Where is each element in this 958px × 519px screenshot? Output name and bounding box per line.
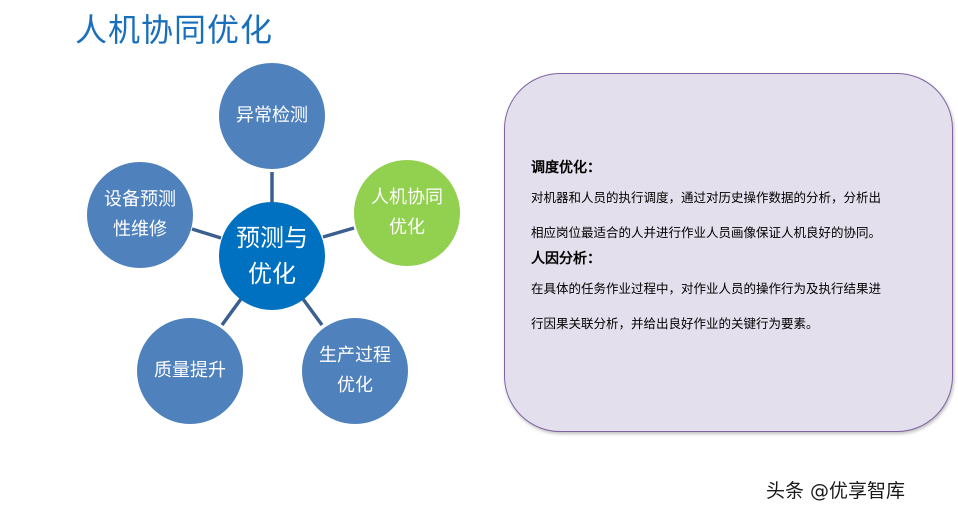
node-quality-improvement: 质量提升 [137,318,243,424]
connector-bottom-left [220,297,243,327]
section-text-line: 在具体的任务作业过程中，对作业人员的操作行为及执行结果进 [531,281,882,296]
section-text-line: 相应岗位最适合的人并进行作业人员画像保证人机良好的协同。 [531,225,882,240]
node-human-machine-collaboration: 人机协同优化 [354,160,460,266]
section-heading-scheduling: 调度优化： [531,160,601,176]
node-label: 人机协同优化 [371,187,443,238]
node-production-process-optimization: 生产过程优化 [302,318,408,424]
info-panel: 调度优化： 对机器和人员的执行调度，通过对历史操作数据的分析，分析出 相应岗位最… [504,73,953,432]
watermark: 头条 @优享智库 [766,480,906,502]
connector-left [191,227,222,240]
section-heading-human-factors: 人因分析： [531,251,601,267]
section-text-line: 行因果关联分析，并给出良好作业的关键行为要素。 [531,316,819,331]
connector-right [322,226,355,239]
node-label: 设备预测性维修 [104,189,176,240]
node-label: 质量提升 [154,360,226,381]
node-center-prediction-optimization: 预测与优化 [219,202,325,310]
section-text-line: 对机器和人员的执行调度，通过对历史操作数据的分析，分析出 [531,190,882,205]
connector-lines [191,172,355,327]
node-predictive-maintenance: 设备预测性维修 [87,162,193,268]
info-content: 调度优化： 对机器和人员的执行调度，通过对历史操作数据的分析，分析出 相应岗位最… [531,158,932,340]
node-label: 生产过程优化 [319,345,391,396]
hub-spoke-diagram: 异常检测 人机协同优化 生产过程优化 质量提升 设备预测性维修 预测与优化 [87,63,460,424]
connector-bottom-right [301,297,324,327]
center-label: 预测与优化 [236,224,308,288]
node-anomaly-detection: 异常检测 [219,63,325,169]
node-label: 异常检测 [236,105,308,126]
page-title: 人机协同优化 [75,11,274,49]
